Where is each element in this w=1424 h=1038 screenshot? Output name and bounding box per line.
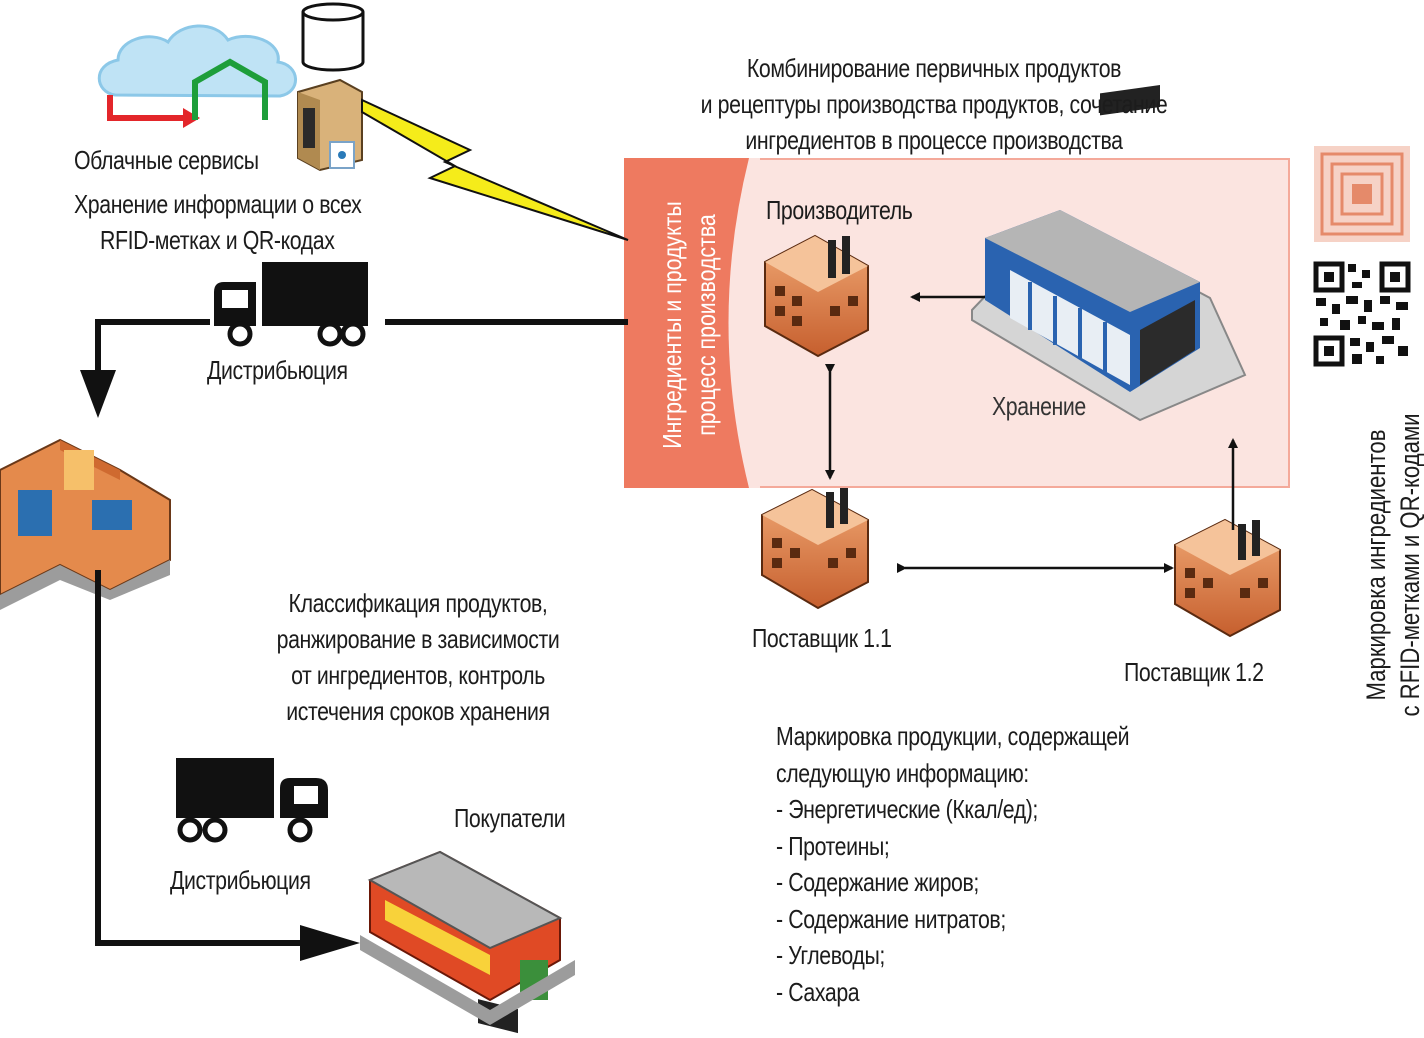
production-panel-side: [624, 158, 749, 488]
wholesale-building-icon: [0, 438, 171, 610]
marking-line: - Сахара: [776, 976, 860, 1007]
classification-line-4: истечения сроков хранения: [286, 696, 550, 726]
right-vertical-label: Маркировка ингредиентов с RFID-метками и…: [1359, 409, 1424, 721]
storage-info-line-1: Хранение информации о всех: [74, 189, 362, 219]
marking-line: - Углеводы;: [776, 940, 885, 970]
right-vertical-line-2: с RFID-метками и QR-кодами: [1395, 413, 1424, 717]
shop-icon: [360, 850, 575, 1034]
producer-label: Производитель: [766, 195, 913, 225]
warehouse-icon: [971, 84, 1247, 422]
factory-icon: [1174, 518, 1281, 638]
truck-icon: [214, 262, 368, 347]
buyers-label: Покупатели: [454, 803, 566, 833]
panel-vertical-label: Ингредиенты и продукты процесс производс…: [655, 161, 725, 489]
arrow-right-shop: [300, 925, 360, 961]
classification-line-2: ранжирование в зависимости: [276, 624, 560, 654]
truck-icon: [176, 758, 328, 843]
supplier-2-label: Поставщик 1.2: [1124, 657, 1264, 687]
database-icon: [301, 2, 365, 72]
panel-vertical-line-1: Ингредиенты и продукты: [657, 201, 687, 449]
marking-line: - Энергетические (Ккал/ед);: [776, 794, 1038, 824]
distribution-line-left: [95, 319, 210, 390]
qr-code-icon: [1313, 261, 1411, 367]
distribution-line-bottom: [95, 570, 305, 946]
factory-icon: [764, 234, 869, 358]
marking-list: Маркировка продукции, содержащей следующ…: [776, 718, 1130, 1010]
arrow-down-wholesale: [80, 370, 116, 418]
distribution-bottom-label: Дистрибьюция: [170, 865, 311, 895]
distribution-top-label: Дистрибьюция: [207, 355, 348, 385]
server-icon: [297, 78, 363, 172]
cloud-icon: [97, 24, 297, 128]
lightning-link-icon: [361, 98, 629, 241]
classification-line-1: Классификация продуктов,: [288, 588, 548, 618]
marking-line: - Протеины;: [776, 830, 890, 861]
storage-info-line-2: RFID-метках и QR-кодах: [100, 225, 335, 255]
marking-line: Маркировка продукции, содержащей: [776, 721, 1130, 751]
right-vertical-line-1: Маркировка ингредиентов: [1361, 429, 1391, 701]
combining-line-2: и рецептуры производства продуктов, соче…: [700, 89, 1168, 119]
factory-icon: [761, 488, 869, 610]
combining-line-1: Комбинирование первичных продуктов: [746, 53, 1122, 83]
rfid-tag-icon: [1314, 146, 1410, 242]
supplier-1-label: Поставщик 1.1: [752, 623, 892, 653]
cloud-services-label: Облачные сервисы: [74, 145, 259, 175]
marking-line: следующую информацию:: [776, 757, 1029, 788]
marking-line: - Содержание жиров;: [776, 867, 979, 897]
panel-vertical-line-2: процесс производства: [691, 214, 721, 436]
marking-line: - Содержание нитратов;: [776, 903, 1006, 934]
panel-curve: [728, 158, 760, 488]
classification-line-3: от ингредиентов, контроль: [291, 660, 545, 690]
storage-label: Хранение: [992, 391, 1086, 421]
combining-line-3: ингредиентов в процессе производства: [745, 125, 1123, 155]
